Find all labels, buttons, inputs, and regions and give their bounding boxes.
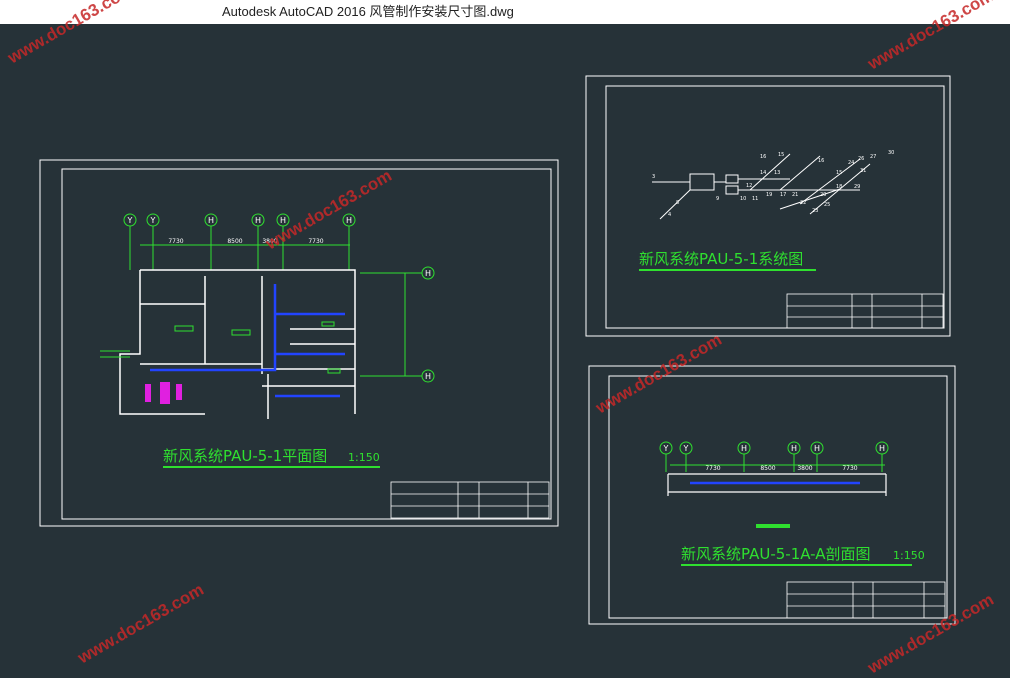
- node-number: 15: [836, 170, 842, 176]
- plan-dimensions: 7730 8500 3800 7730: [168, 238, 323, 245]
- node-number: 29: [854, 184, 860, 190]
- system-title-block: [786, 293, 944, 329]
- node-number: 22: [800, 200, 806, 206]
- plan-annotations: [100, 321, 341, 374]
- grid-label: H: [425, 269, 431, 278]
- system-node-numbers: 16 15 16 14 13 12 15 24 26 27 30 31 18 2…: [652, 150, 894, 218]
- dimension-text: 3800: [262, 238, 277, 245]
- cad-drawing[interactable]: Y Y H H H H H H 7730 8500 3800 7730: [0, 24, 1010, 666]
- sheet-section-inner-border: [608, 375, 948, 619]
- sheet-system[interactable]: 16 15 16 14 13 12 15 24 26 27 30 31 18 2…: [585, 75, 951, 337]
- grid-label: H: [255, 216, 261, 225]
- node-number: 16: [818, 158, 824, 164]
- node-number: 4: [668, 212, 671, 218]
- sheet-plan-inner-border: [61, 168, 552, 520]
- sheet-system-outer-border: [585, 75, 951, 337]
- section-grid-bubbles: [659, 441, 889, 472]
- grid-label: H: [814, 444, 820, 453]
- node-number: 30: [888, 150, 894, 156]
- plan-ducts: [150, 284, 345, 398]
- section-legend-bar: [756, 524, 790, 528]
- plan-grid-bubbles: [123, 213, 435, 383]
- node-number: 18: [836, 184, 842, 190]
- grid-label: H: [208, 216, 214, 225]
- plan-equipment: [145, 382, 182, 404]
- grid-label: Y: [150, 216, 156, 225]
- dimension-text: 7730: [842, 465, 857, 472]
- section-dimensions: 7730 8500 3800 7730: [705, 465, 857, 472]
- node-number: 9: [716, 196, 719, 202]
- section-structure: [667, 473, 887, 496]
- node-number: 13: [774, 170, 780, 176]
- dimension-text: 8500: [227, 238, 242, 245]
- grid-label: Y: [663, 444, 669, 453]
- sheet-plan[interactable]: Y Y H H H H H H 7730 8500 3800 7730: [39, 159, 559, 527]
- sheet-system-inner-border: [605, 85, 945, 329]
- node-number: 3: [652, 174, 655, 180]
- grid-label: Y: [127, 216, 133, 225]
- node-number: 12: [746, 183, 752, 189]
- node-number: 14: [760, 170, 766, 176]
- node-number: 26: [858, 156, 864, 162]
- system-diagram-lines: [652, 153, 871, 220]
- node-number: 27: [870, 154, 876, 160]
- node-number: 31: [860, 168, 866, 174]
- grid-label: H: [741, 444, 747, 453]
- node-number: 15: [778, 152, 784, 158]
- section-title: 新风系统PAU-5-1A-A剖面图: [681, 545, 871, 563]
- dimension-text: 3800: [797, 465, 812, 472]
- dimension-text: 8500: [760, 465, 775, 472]
- node-number: 17: [780, 192, 786, 198]
- dimension-text: 7730: [308, 238, 323, 245]
- node-number: 21: [792, 192, 798, 198]
- window-title: Autodesk AutoCAD 2016 风管制作安装尺寸图.dwg: [222, 4, 514, 19]
- sheet-section[interactable]: Y Y H H H H 7730 8500 3800 7730 新风系统PAU-…: [588, 365, 956, 625]
- grid-label: H: [280, 216, 286, 225]
- dimension-text: 7730: [705, 465, 720, 472]
- node-number: 19: [766, 192, 772, 198]
- node-number: 25: [824, 202, 830, 208]
- plan-scale: 1:150: [348, 451, 380, 464]
- section-grid-labels: Y Y H H H H: [663, 444, 885, 453]
- grid-label: H: [425, 372, 431, 381]
- plan-walls: [119, 269, 356, 419]
- section-scale: 1:150: [893, 549, 925, 562]
- plan-grid-labels: Y Y H H H H H H: [127, 216, 431, 381]
- node-number: 8: [676, 200, 679, 206]
- node-number: 16: [760, 154, 766, 160]
- system-title: 新风系统PAU-5-1系统图: [639, 250, 803, 268]
- node-number: 23: [812, 208, 818, 214]
- grid-label: H: [346, 216, 352, 225]
- section-title-block: [786, 581, 946, 619]
- sheet-plan-outer-border: [39, 159, 559, 527]
- plan-title-block: [390, 481, 550, 519]
- grid-label: H: [879, 444, 885, 453]
- dimension-text: 7730: [168, 238, 183, 245]
- title-bar: Autodesk AutoCAD 2016 风管制作安装尺寸图.dwg: [0, 0, 1010, 24]
- sheet-section-outer-border: [588, 365, 956, 625]
- node-number: 20: [820, 192, 826, 198]
- node-number: 10: [740, 196, 746, 202]
- node-number: 24: [848, 160, 854, 166]
- node-number: 11: [752, 196, 758, 202]
- plan-title: 新风系统PAU-5-1平面图: [163, 447, 327, 465]
- grid-label: Y: [683, 444, 689, 453]
- grid-label: H: [791, 444, 797, 453]
